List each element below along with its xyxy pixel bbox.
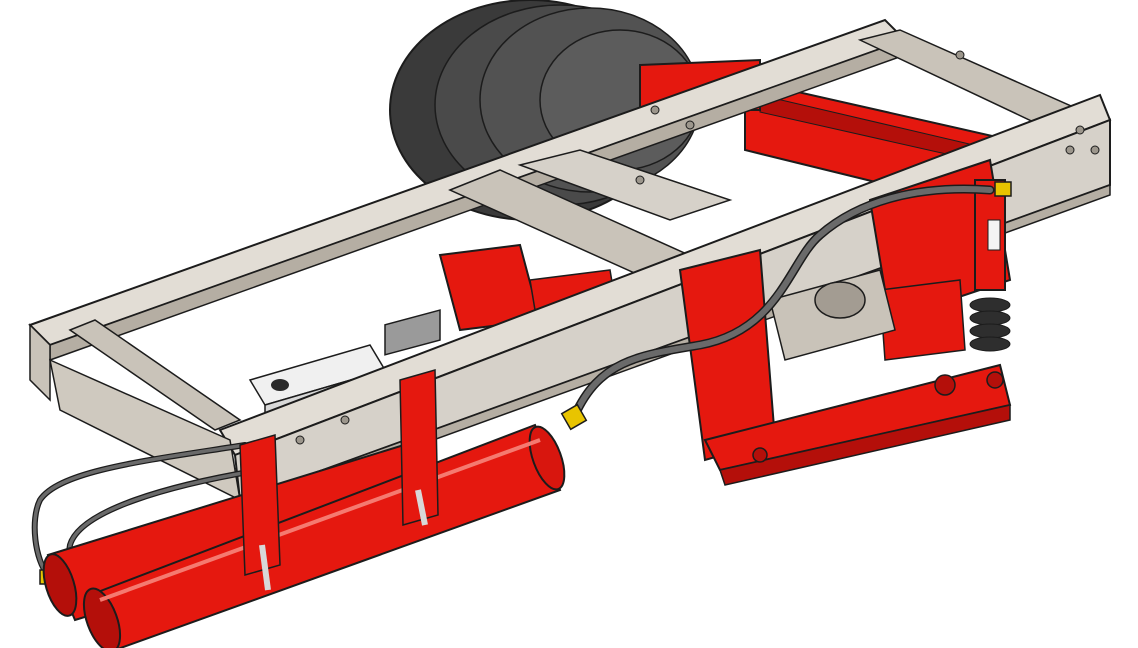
shock-absorber: [969, 179, 1011, 352]
axle-housing: [769, 269, 896, 361]
trailing-arm: [678, 158, 1012, 486]
air-hose: [31, 184, 995, 603]
cross-member: [68, 29, 1082, 431]
tank-straps: [239, 369, 439, 591]
